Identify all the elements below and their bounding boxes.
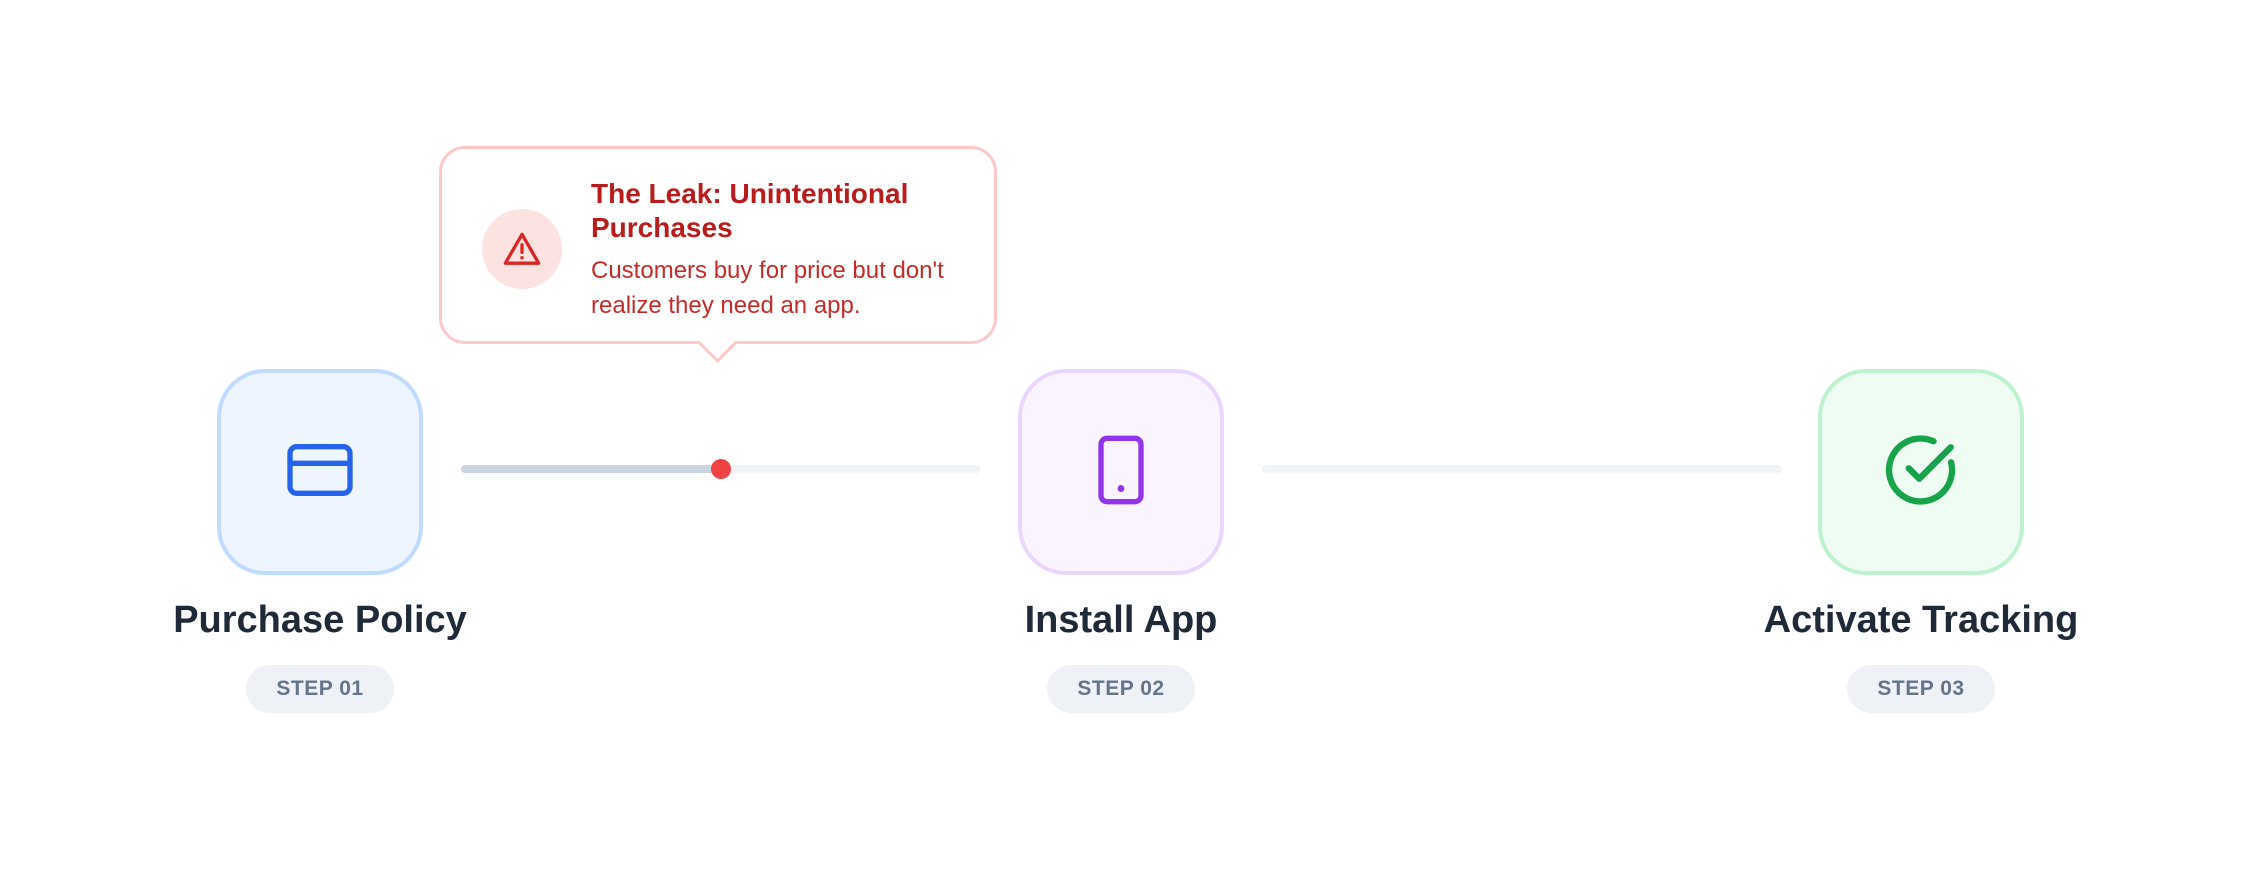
connector-progress-fill [461, 465, 721, 473]
credit-card-icon [280, 430, 360, 515]
step-activate-tracking: Activate Tracking STEP 03 [1764, 369, 2078, 713]
warning-triangle-icon [482, 209, 562, 289]
step-title: Purchase Policy [173, 599, 467, 641]
callout-title: The Leak: Unintentional Purchases [591, 178, 909, 243]
step-icon-box [1818, 369, 2024, 575]
step-purchase-policy: Purchase Policy STEP 01 [170, 369, 470, 713]
callout-description: Customers buy for price but don't realiz… [591, 257, 944, 319]
step-badge: STEP 01 [246, 665, 394, 713]
callout-text: The Leak: Unintentional Purchases Custom… [591, 177, 971, 323]
leak-callout: The Leak: Unintentional Purchases Custom… [439, 146, 997, 364]
smartphone-icon [1081, 430, 1161, 515]
step-title: Install App [1024, 599, 1218, 641]
step-title: Activate Tracking [1763, 599, 2079, 641]
leak-point-marker [711, 459, 731, 479]
step-install-app: Install App STEP 02 [971, 369, 1271, 713]
step-badge: STEP 02 [1047, 665, 1195, 713]
step-badge: STEP 03 [1847, 665, 1995, 713]
step-icon-box [217, 369, 423, 575]
callout-pointer [696, 321, 739, 364]
step-icon-box [1018, 369, 1224, 575]
check-circle-icon [1879, 428, 1963, 517]
connector-step2-step3 [1262, 465, 1782, 473]
